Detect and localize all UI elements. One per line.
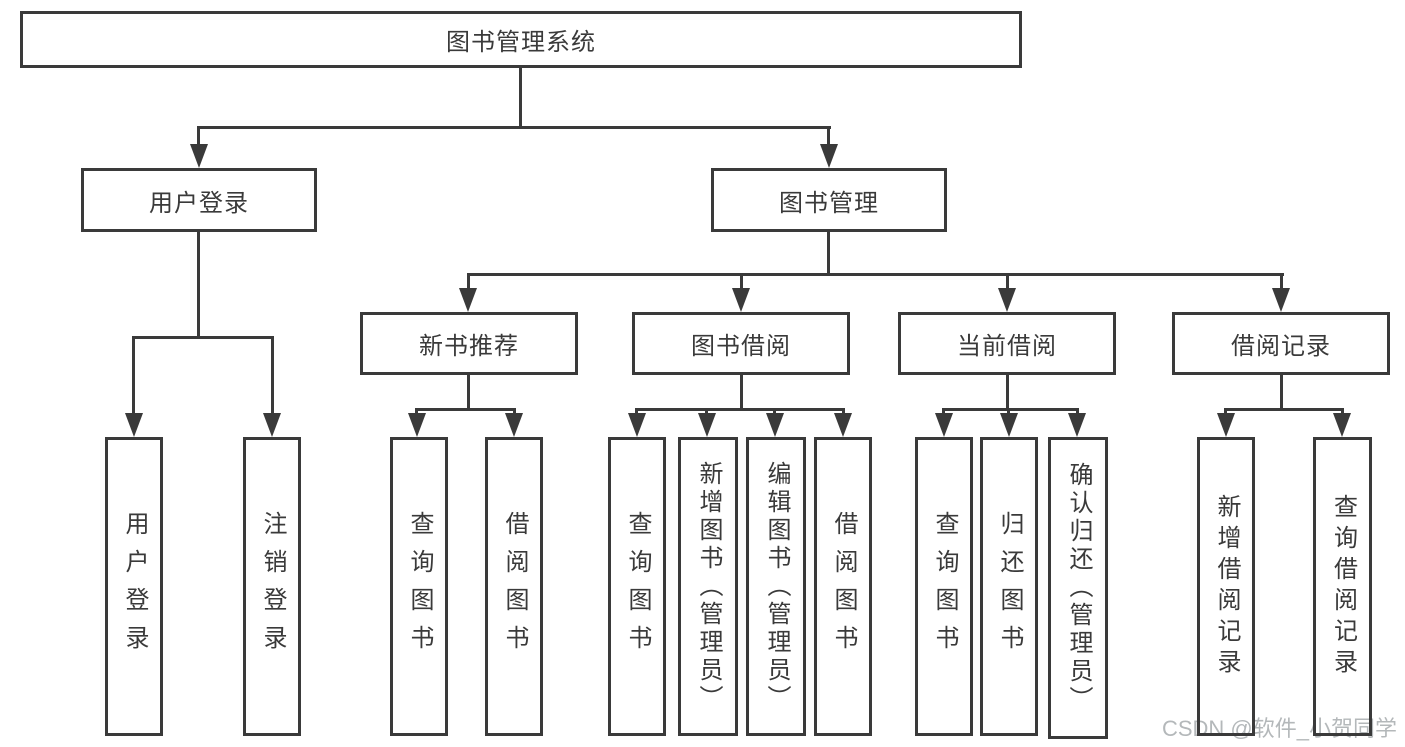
connector-line (635, 408, 845, 411)
connector-arrow (820, 144, 838, 168)
connector-arrow (459, 288, 477, 312)
connector-arrow (1068, 413, 1086, 437)
leaf-query-books-current: 查询图书 (915, 437, 973, 736)
leaf-borrow-books-borrowing: 借阅图书 (814, 437, 872, 736)
node-borrowing-records: 借阅记录 (1172, 312, 1390, 375)
connector-arrow (732, 288, 750, 312)
connector-arrow (935, 413, 953, 437)
node-user-login: 用户登录 (81, 168, 317, 232)
connector-arrow (190, 144, 208, 168)
connector-arrow (698, 413, 716, 437)
connector-arrow (125, 413, 143, 437)
connector-line (197, 126, 200, 152)
connector-line (132, 336, 274, 339)
leaf-edit-books-admin: 编辑图书（管理员） (746, 437, 806, 736)
connector-line (519, 68, 522, 129)
node-book-borrowing: 图书借阅 (632, 312, 850, 375)
leaf-logout: 注销登录 (243, 437, 301, 736)
node-new-book-recommendation: 新书推荐 (360, 312, 578, 375)
leaf-query-books-recommend: 查询图书 (390, 437, 448, 736)
connector-line (740, 273, 743, 292)
connector-line (1006, 375, 1009, 411)
connector-line (740, 375, 743, 411)
connector-arrow (1000, 413, 1018, 437)
leaf-user-login: 用户登录 (105, 437, 163, 736)
connector-line (197, 232, 200, 339)
connector-line (1224, 408, 1344, 411)
connector-line (415, 408, 516, 411)
leaf-query-books-borrowing: 查询图书 (608, 437, 666, 736)
connector-line (1280, 375, 1283, 411)
connector-line (1280, 273, 1283, 292)
node-book-management: 图书管理 (711, 168, 947, 232)
connector-line (467, 375, 470, 411)
leaf-add-books-admin: 新增图书（管理员） (678, 437, 738, 736)
connector-arrow (998, 288, 1016, 312)
connector-arrow (628, 413, 646, 437)
connector-arrow (1333, 413, 1351, 437)
connector-line (1006, 273, 1009, 292)
connector-arrow (766, 413, 784, 437)
connector-arrow (263, 413, 281, 437)
connector-line (197, 126, 831, 129)
connector-line (467, 273, 1284, 276)
leaf-return-books: 归还图书 (980, 437, 1038, 736)
connector-line (132, 336, 135, 419)
connector-line (827, 232, 830, 276)
leaf-add-borrow-record: 新增借阅记录 (1197, 437, 1255, 736)
leaf-query-borrow-record: 查询借阅记录 (1313, 437, 1372, 736)
node-current-borrowing: 当前借阅 (898, 312, 1116, 375)
leaf-confirm-return-admin: 确认归还（管理员） (1048, 437, 1108, 739)
connector-arrow (1217, 413, 1235, 437)
connector-line (827, 126, 830, 152)
connector-line (467, 273, 470, 292)
connector-line (271, 336, 274, 419)
connector-arrow (505, 413, 523, 437)
csdn-watermark: CSDN @软件_小贺同学 (1161, 716, 1397, 741)
node-library-management-system: 图书管理系统 (20, 11, 1022, 68)
leaf-borrow-books-recommend: 借阅图书 (485, 437, 543, 736)
connector-arrow (1272, 288, 1290, 312)
connector-arrow (834, 413, 852, 437)
connector-arrow (408, 413, 426, 437)
connector-line (942, 408, 1079, 411)
